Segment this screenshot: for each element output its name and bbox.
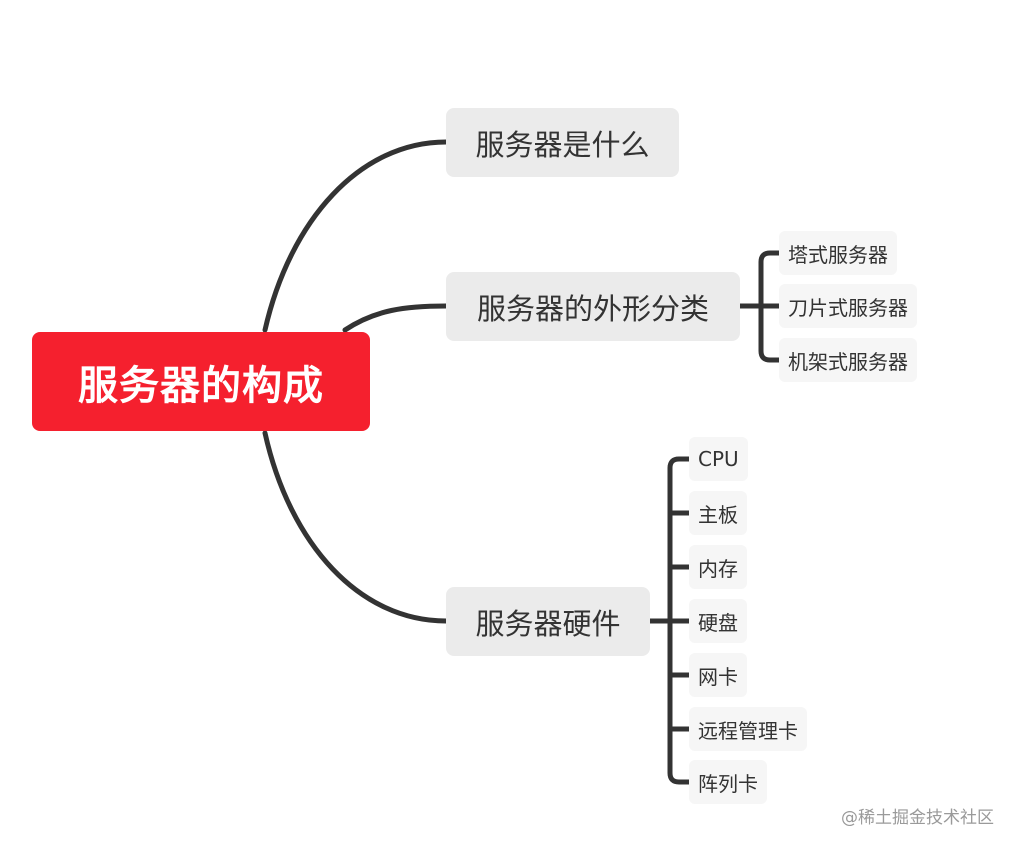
branch-what-is-server[interactable]: 服务器是什么	[446, 108, 679, 177]
connector-root-to-form-factor	[342, 303, 449, 333]
leaf-remote-management-card[interactable]: 远程管理卡	[689, 707, 807, 751]
leaf-raid-card[interactable]: 阵列卡	[689, 760, 767, 804]
watermark-text: @稀土掘金技术社区	[841, 808, 994, 828]
root-topic[interactable]: 服务器的构成	[32, 332, 370, 431]
branch-hardware[interactable]: 服务器硬件	[446, 587, 650, 656]
leaf-memory[interactable]: 内存	[689, 545, 747, 589]
connector-root-to-hardware	[262, 430, 449, 624]
leaf-motherboard[interactable]: 主板	[689, 491, 747, 535]
leaf-network-card[interactable]: 网卡	[689, 653, 747, 697]
leaf-blade-server[interactable]: 刀片式服务器	[779, 284, 917, 328]
connector-hardware-bracket	[647, 456, 692, 785]
branch-form-factor[interactable]: 服务器的外形分类	[446, 272, 740, 341]
leaf-cpu[interactable]: CPU	[689, 437, 748, 481]
connector-form-factor-bracket	[737, 250, 782, 363]
leaf-tower-server[interactable]: 塔式服务器	[779, 231, 897, 275]
connector-root-to-what-is-server	[262, 139, 449, 333]
leaf-rack-server[interactable]: 机架式服务器	[779, 338, 917, 382]
leaf-hard-disk[interactable]: 硬盘	[689, 599, 747, 643]
